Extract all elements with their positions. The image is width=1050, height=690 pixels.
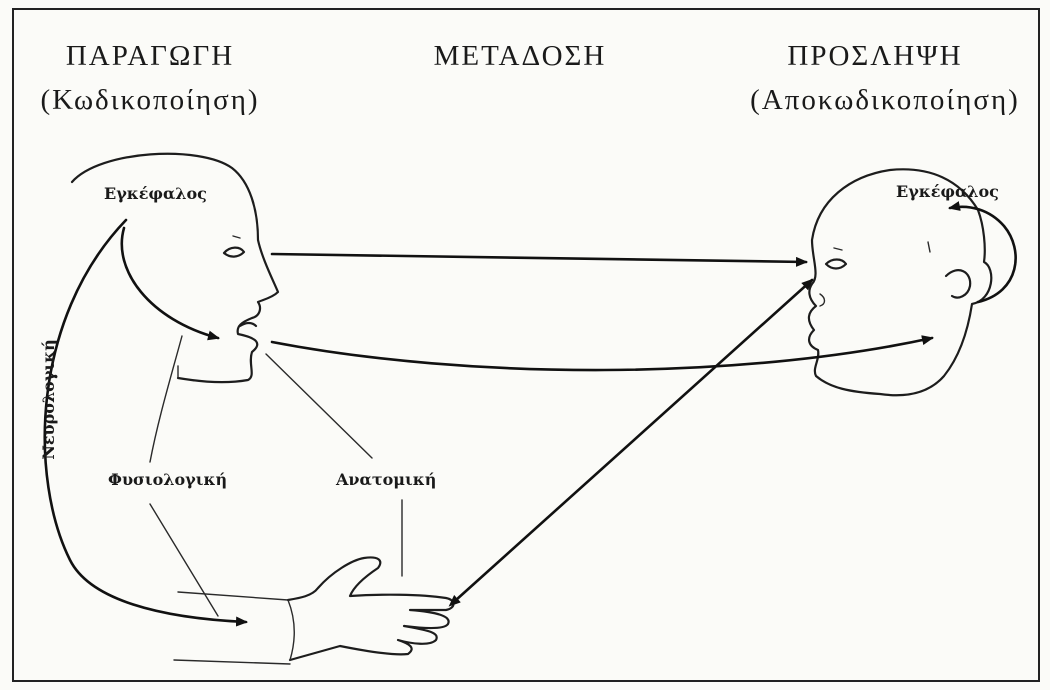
physiological-line-bottom: [150, 504, 218, 616]
hand-drawing: [174, 557, 454, 664]
arrow-neurological-to-hand: [45, 220, 246, 622]
transmission-title: ΜΕΤΑΔΟΣΗ: [410, 40, 630, 73]
production-subtitle: (Κωδικοποίηση): [20, 84, 280, 117]
physiological-label: Φυσιολογική: [108, 470, 227, 489]
arrow-eye-to-eye: [272, 254, 806, 262]
anatomical-line-top: [266, 354, 372, 458]
production-title: ΠΑΡΑΓΩΓΗ: [30, 40, 270, 73]
arrow-hand-eye-double: [456, 280, 812, 600]
brain-speaker-label: Εγκέφαλος: [104, 184, 207, 203]
brain-listener-label: Εγκέφαλος: [896, 182, 999, 201]
neurological-label: Νευρολογική: [39, 339, 58, 460]
listener-head: [809, 169, 991, 395]
arrow-brain-to-mouth: [122, 228, 218, 338]
anatomical-label: Ανατομική: [336, 470, 436, 489]
physiological-line-top: [150, 336, 182, 462]
arrow-listener-brain-loop: [950, 207, 1016, 302]
reception-subtitle: (Αποκωδικοποίηση): [735, 84, 1035, 117]
arrow-mouth-to-ear: [272, 338, 932, 370]
reception-title: ΠΡΟΣΛΗΨΗ: [760, 40, 990, 73]
